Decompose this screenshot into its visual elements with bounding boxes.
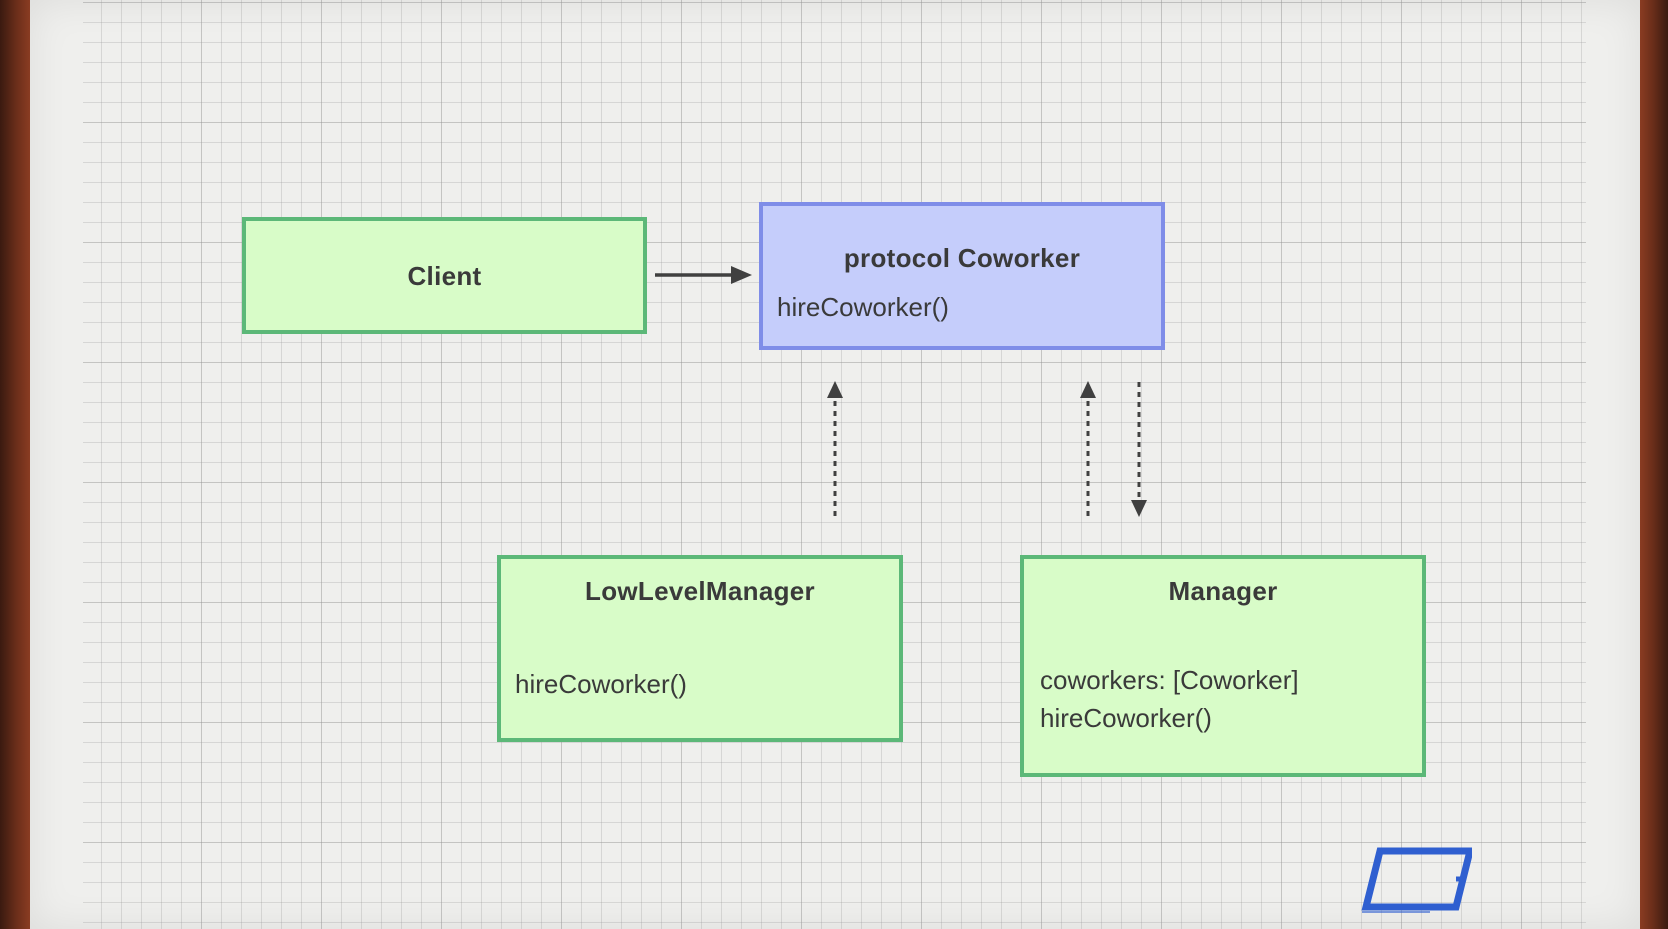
slide-frame-right xyxy=(1640,0,1668,929)
manager-method: hireCoworker() xyxy=(1040,703,1212,733)
coworker-protocol-title: protocol Coworker xyxy=(843,243,1081,273)
client-to-coworker-arrow xyxy=(655,266,752,284)
client-class-box: Client xyxy=(242,217,647,334)
manager-property: coworkers: [Coworker] xyxy=(1040,665,1299,695)
low-level-manager-title: LowLevelManager xyxy=(585,576,815,606)
slide-frame-left xyxy=(0,0,30,929)
coworker-protocol-box: protocol Coworker hireCoworker() xyxy=(759,202,1165,350)
parallelogram-logo-icon xyxy=(1361,847,1472,913)
low-level-manager-method: hireCoworker() xyxy=(515,669,687,699)
low-level-manager-to-coworker-arrow xyxy=(827,381,843,516)
coworker-to-manager-arrow xyxy=(1131,382,1147,517)
manager-to-coworker-arrow xyxy=(1080,381,1096,516)
manager-class-box: Manager coworkers: [Coworker] hireCowork… xyxy=(1020,555,1426,777)
coworker-protocol-method: hireCoworker() xyxy=(777,292,949,322)
client-class-title: Client xyxy=(407,261,482,291)
manager-title: Manager xyxy=(1168,576,1278,606)
low-level-manager-class-box: LowLevelManager hireCoworker() xyxy=(497,555,903,742)
